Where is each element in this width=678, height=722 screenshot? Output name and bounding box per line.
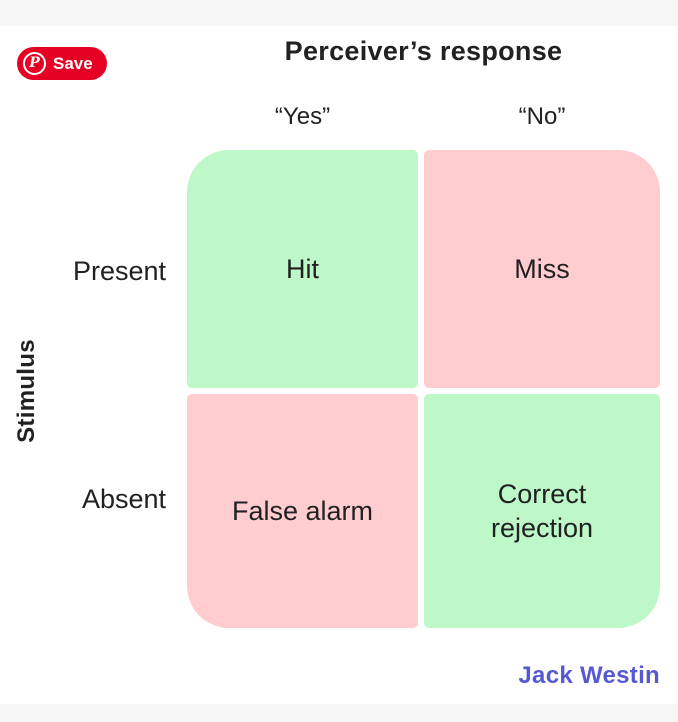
row-label-present: Present xyxy=(72,256,166,286)
diagram-title: Perceiver’s response xyxy=(284,36,563,66)
matrix-cell-miss: Miss xyxy=(424,150,660,388)
column-header-yes: “Yes” xyxy=(274,103,331,130)
cell-label-correct-rejection: Correct rejection xyxy=(490,479,594,543)
matrix-cell-correct-rejection: Correct rejection xyxy=(424,394,660,628)
cell-label-hit: Hit xyxy=(286,254,319,284)
pinterest-logo-icon: P xyxy=(23,52,46,75)
bottom-margin-strip xyxy=(0,704,678,722)
signal-detection-matrix: Hit Miss False alarm Correct rejection xyxy=(187,150,660,628)
row-label-absent: Absent xyxy=(81,484,166,514)
matrix-cell-false-alarm: False alarm xyxy=(187,394,418,628)
matrix-cell-hit: Hit xyxy=(187,150,418,388)
cell-label-miss: Miss xyxy=(514,254,570,284)
column-header-no: “No” xyxy=(518,103,566,130)
cell-label-false-alarm: False alarm xyxy=(231,496,374,526)
top-margin-strip xyxy=(0,0,678,26)
save-button-label: Save xyxy=(53,53,93,73)
axis-label-stimulus: Stimulus xyxy=(13,339,40,443)
pinterest-save-button[interactable]: P Save xyxy=(17,47,107,80)
brand-watermark: Jack Westin xyxy=(518,662,660,689)
